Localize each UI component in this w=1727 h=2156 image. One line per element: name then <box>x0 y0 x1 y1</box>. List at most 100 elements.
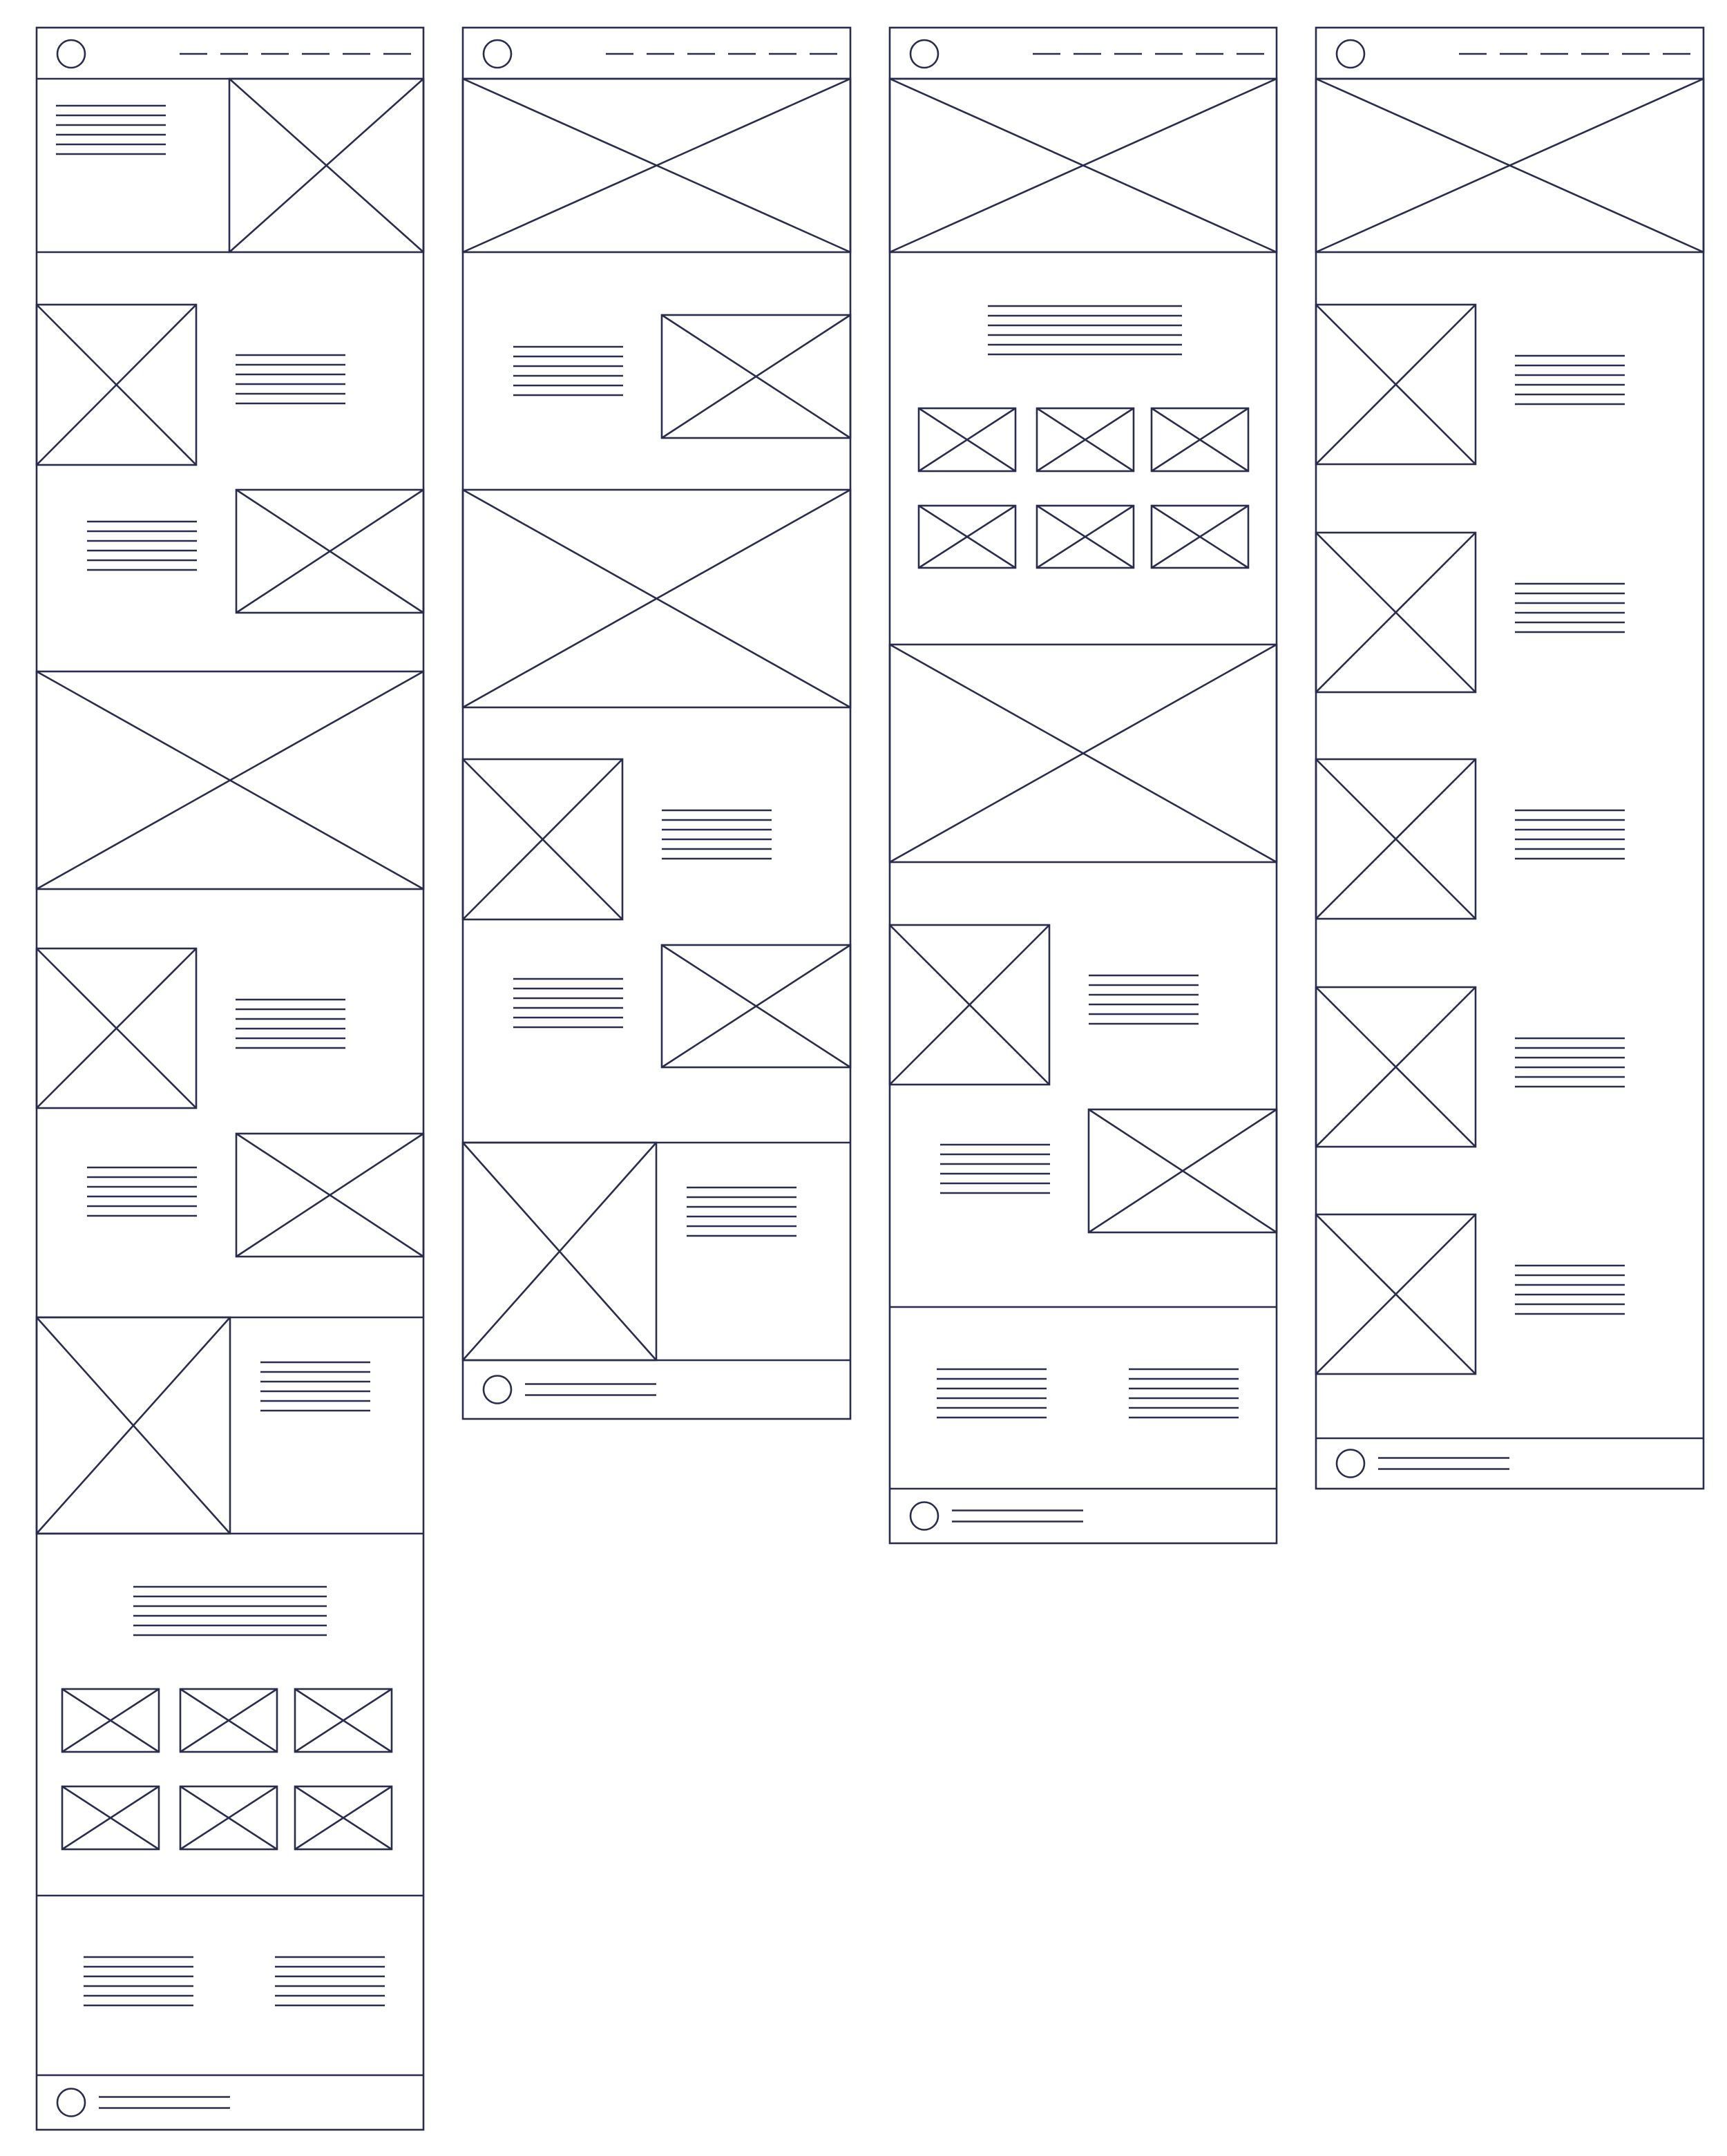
image-placeholder-box <box>179 1785 278 1851</box>
image-placeholder-cross <box>294 1785 392 1851</box>
image-placeholder-icon <box>35 303 198 466</box>
image-placeholder-box <box>61 1688 160 1753</box>
image-placeholder-box <box>660 944 852 1069</box>
image-placeholder-icon <box>660 314 852 439</box>
text-block <box>236 354 345 405</box>
image-placeholder-cross <box>36 948 197 1109</box>
text-block <box>1515 582 1625 633</box>
text-block <box>940 1143 1050 1194</box>
image-placeholder-cross <box>1315 1214 1476 1375</box>
text-block <box>662 809 772 860</box>
image-placeholder-box <box>461 488 852 709</box>
text-block <box>513 345 623 397</box>
text-block <box>1089 974 1199 1025</box>
logo-icon <box>1335 39 1366 69</box>
image-placeholder-cross <box>36 670 424 890</box>
image-placeholder-icon <box>1150 504 1250 569</box>
image-placeholder-cross <box>1036 407 1134 473</box>
image-placeholder-cross <box>36 1317 231 1534</box>
image-placeholder-cross <box>180 1688 278 1753</box>
image-placeholder-box <box>1315 986 1477 1148</box>
image-placeholder-box <box>294 1688 393 1753</box>
image-placeholder-icon <box>1036 407 1135 473</box>
logo-icon <box>56 39 86 69</box>
image-placeholder-icon <box>888 924 1051 1086</box>
text-block <box>1515 809 1625 860</box>
image-placeholder-icon <box>888 643 1278 864</box>
image-placeholder-cross <box>229 78 424 253</box>
image-placeholder-icon <box>1150 407 1250 473</box>
image-placeholder-box <box>1036 504 1135 569</box>
image-placeholder-cross <box>918 407 1016 473</box>
image-placeholder-icon <box>917 407 1017 473</box>
image-placeholder-box <box>461 77 852 254</box>
text-block <box>236 998 345 1049</box>
image-placeholder-icon <box>294 1688 393 1753</box>
image-placeholder-box <box>1036 407 1135 473</box>
image-placeholder-icon <box>294 1785 393 1851</box>
page-frame <box>1315 26 1705 1490</box>
image-placeholder-cross <box>36 304 197 466</box>
image-placeholder-cross <box>661 944 851 1069</box>
image-placeholder-box <box>35 947 198 1109</box>
text-block <box>56 104 166 155</box>
image-placeholder-icon <box>888 77 1278 254</box>
image-placeholder-icon <box>1315 303 1477 466</box>
image-placeholder-box <box>888 643 1278 864</box>
image-placeholder-icon <box>1315 1213 1477 1375</box>
image-placeholder-cross <box>236 488 424 614</box>
image-placeholder-box <box>1315 758 1477 920</box>
text-block <box>687 1186 796 1237</box>
text-block <box>84 1956 193 2007</box>
image-placeholder-icon <box>179 1785 278 1851</box>
image-placeholder-cross <box>889 77 1277 254</box>
image-placeholder-box <box>61 1785 160 1851</box>
image-placeholder-cross <box>294 1688 392 1753</box>
image-placeholder-icon <box>1315 77 1705 254</box>
image-placeholder-icon <box>179 1688 278 1753</box>
wireframe-1 <box>35 26 425 2131</box>
wireframe-3 <box>888 26 1278 1545</box>
image-placeholder-cross <box>918 504 1016 569</box>
image-placeholder-icon <box>461 758 624 921</box>
image-placeholder-cross <box>462 759 623 920</box>
image-placeholder-cross <box>889 643 1277 864</box>
image-placeholder-icon <box>235 1132 425 1258</box>
text-block <box>260 1361 370 1412</box>
image-placeholder-cross <box>1315 304 1476 465</box>
wireframe-2 <box>461 26 852 1420</box>
image-placeholder-icon <box>1315 758 1477 920</box>
image-placeholder-icon <box>1315 986 1477 1148</box>
text-block <box>1515 354 1625 406</box>
image-placeholder-box <box>888 77 1278 254</box>
image-placeholder-icon <box>1315 531 1477 694</box>
wireframe-4 <box>1315 26 1705 1490</box>
image-placeholder-box <box>294 1785 393 1851</box>
image-placeholder-box <box>917 407 1017 473</box>
image-placeholder-box <box>1150 504 1250 569</box>
image-placeholder-cross <box>1088 1108 1277 1234</box>
text-block <box>275 1956 385 2007</box>
image-placeholder-cross <box>1036 504 1134 569</box>
text-block <box>87 520 197 571</box>
image-placeholder-cross <box>1315 759 1476 919</box>
image-placeholder-box <box>461 758 624 921</box>
image-placeholder-box <box>179 1688 278 1753</box>
text-block <box>87 1166 197 1217</box>
image-placeholder-box <box>917 504 1017 569</box>
image-placeholder-box <box>1315 1213 1477 1375</box>
image-placeholder-box <box>1315 77 1705 254</box>
image-placeholder-box <box>888 924 1051 1086</box>
image-placeholder-cross <box>462 1142 657 1361</box>
image-placeholder-cross <box>236 1132 424 1258</box>
image-placeholder-icon <box>660 944 852 1069</box>
image-placeholder-box <box>35 303 198 466</box>
image-placeholder-icon <box>461 488 852 709</box>
image-placeholder-box <box>1087 1108 1278 1234</box>
image-placeholder-cross <box>462 77 851 254</box>
text-block <box>1515 1264 1625 1315</box>
image-placeholder-icon <box>235 488 425 614</box>
text-block <box>513 977 623 1029</box>
